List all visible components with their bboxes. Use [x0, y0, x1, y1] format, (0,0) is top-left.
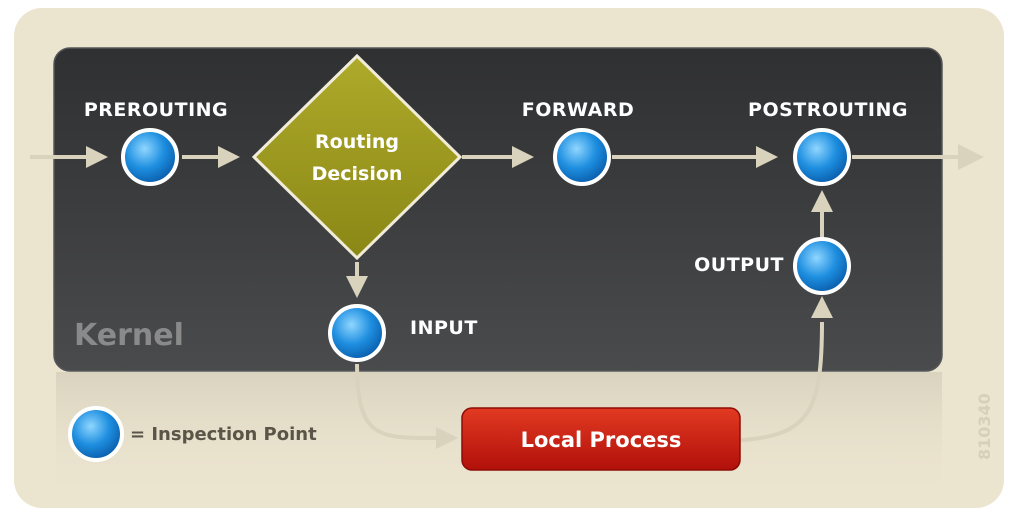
arrowhead-forward-post — [756, 146, 778, 168]
arrowheads — [86, 144, 984, 449]
input-label: INPUT — [410, 317, 478, 339]
postrouting-inspection-point — [793, 128, 851, 186]
input-inspection-point — [328, 304, 386, 362]
routing-decision-diamond — [251, 53, 463, 261]
reference-id: 810340 — [975, 393, 994, 460]
local-to-output-line — [739, 321, 824, 442]
flow-lines — [30, 155, 958, 442]
arrowhead-routing-input — [346, 276, 368, 298]
arrowhead-outgoing — [958, 144, 984, 170]
prerouting-label: PREROUTING — [84, 99, 228, 121]
local-process-label: Local Process — [521, 428, 682, 452]
legend-label: = Inspection Point — [130, 424, 317, 445]
forward-label: FORWARD — [522, 99, 634, 121]
legend-inspection-point-icon — [68, 406, 124, 462]
arrowhead-local-output — [811, 296, 833, 318]
prerouting-inspection-point — [121, 128, 179, 186]
input-to-local-line — [355, 363, 439, 441]
arrowhead-output-post — [811, 190, 833, 212]
routing-decision-line2: Decision — [312, 163, 403, 185]
arrowhead-prerouting — [218, 146, 240, 168]
kernel-label: Kernel — [74, 318, 184, 353]
output-inspection-point — [793, 237, 851, 295]
arrowhead-incoming — [86, 146, 108, 168]
arrowhead-routing-forward — [512, 146, 534, 168]
postrouting-label: POSTROUTING — [748, 99, 908, 121]
output-label: OUTPUT — [694, 254, 784, 276]
arrowhead-input-local — [436, 427, 458, 449]
routing-decision-line1: Routing — [315, 131, 399, 153]
forward-inspection-point — [553, 128, 611, 186]
kernel-box — [53, 47, 943, 372]
inspection-points — [121, 128, 851, 362]
local-process-box — [461, 407, 741, 471]
